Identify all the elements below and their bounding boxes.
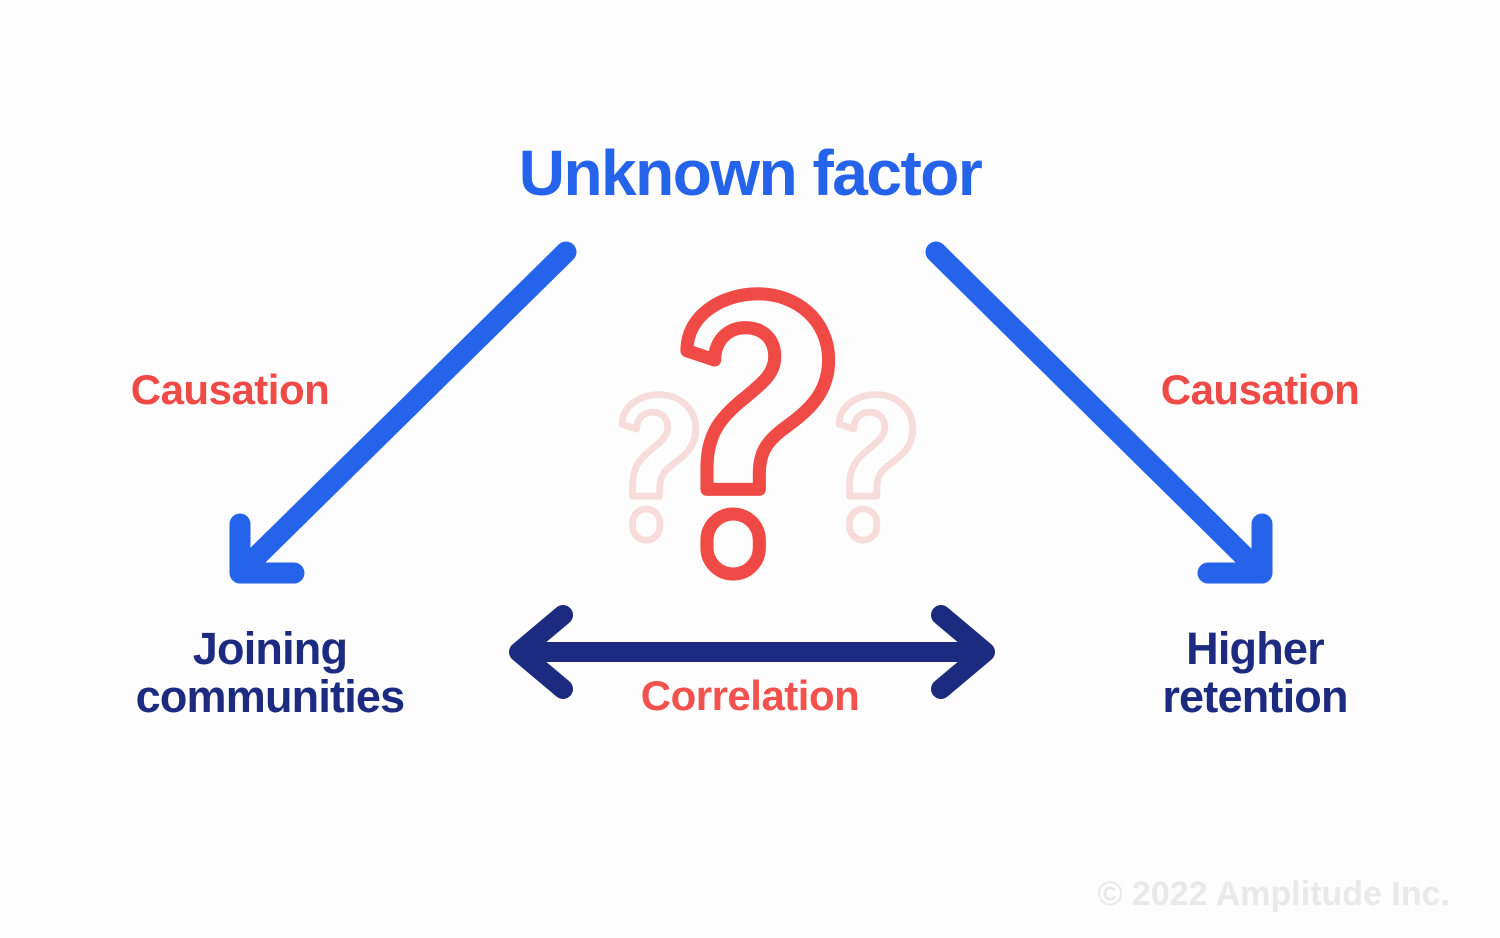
edge-label-causation-left: Causation — [130, 366, 330, 413]
question-mark-right-icon — [835, 391, 917, 544]
correlation-arrow — [509, 605, 995, 699]
copyright-watermark: © 2022 Amplitude Inc. — [1097, 875, 1450, 913]
node-label-joining-communities: Joining communities — [135, 623, 406, 722]
edge-label-causation-right: Causation — [1160, 366, 1360, 413]
causation-left-arrow — [229, 241, 577, 584]
page-title: Unknown factor — [518, 137, 983, 209]
question-mark-icon — [680, 287, 836, 581]
question-mark-left-icon — [618, 391, 700, 544]
causation-right-arrow — [925, 241, 1273, 584]
edge-label-correlation: Correlation — [640, 672, 860, 719]
node-label-higher-retention: Higher retention — [1162, 623, 1348, 722]
